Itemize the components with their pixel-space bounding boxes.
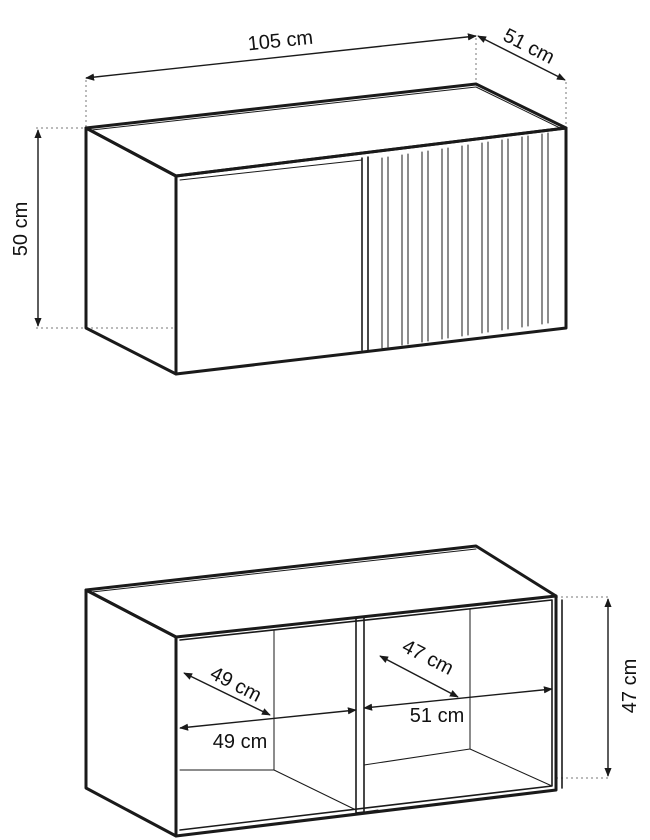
left-depth-dimension: 49 cm [183, 662, 271, 716]
cabinet-interior [179, 608, 553, 814]
extension-lines-bottom [556, 596, 610, 779]
height-dimension: 50 cm [10, 129, 42, 327]
right-depth-label: 47 cm [398, 635, 457, 679]
right-width-dimension: 51 cm [363, 686, 553, 727]
left-width-label: 49 cm [213, 731, 267, 753]
left-depth-label: 49 cm [206, 662, 265, 706]
width-arrow [85, 33, 477, 81]
height-label: 50 cm [10, 202, 32, 256]
left-width-arrow [179, 707, 357, 731]
depth-dimension: 51 cm [477, 24, 566, 81]
cabinet-body-top [84, 82, 568, 376]
width-dimension: 105 cm [85, 27, 477, 81]
width-label: 105 cm [247, 27, 315, 56]
cabinet-body-bottom [84, 544, 563, 838]
right-width-arrow [363, 686, 553, 711]
left-width-dimension: 49 cm [179, 707, 357, 753]
right-depth-dimension: 47 cm [379, 635, 459, 698]
inner-height-label: 47 cm [619, 659, 641, 713]
inner-height-dimension: 47 cm [604, 598, 641, 777]
open-cabinet-drawing: 49 cm 49 cm 47 cm 51 cm 47 cm [84, 544, 641, 838]
depth-arrow [477, 35, 566, 81]
closed-cabinet-drawing: 105 cm 51 cm 50 cm [10, 24, 568, 376]
right-width-label: 51 cm [410, 705, 464, 727]
extension-lines-top [36, 38, 567, 329]
slatted-door-panel [381, 132, 549, 349]
